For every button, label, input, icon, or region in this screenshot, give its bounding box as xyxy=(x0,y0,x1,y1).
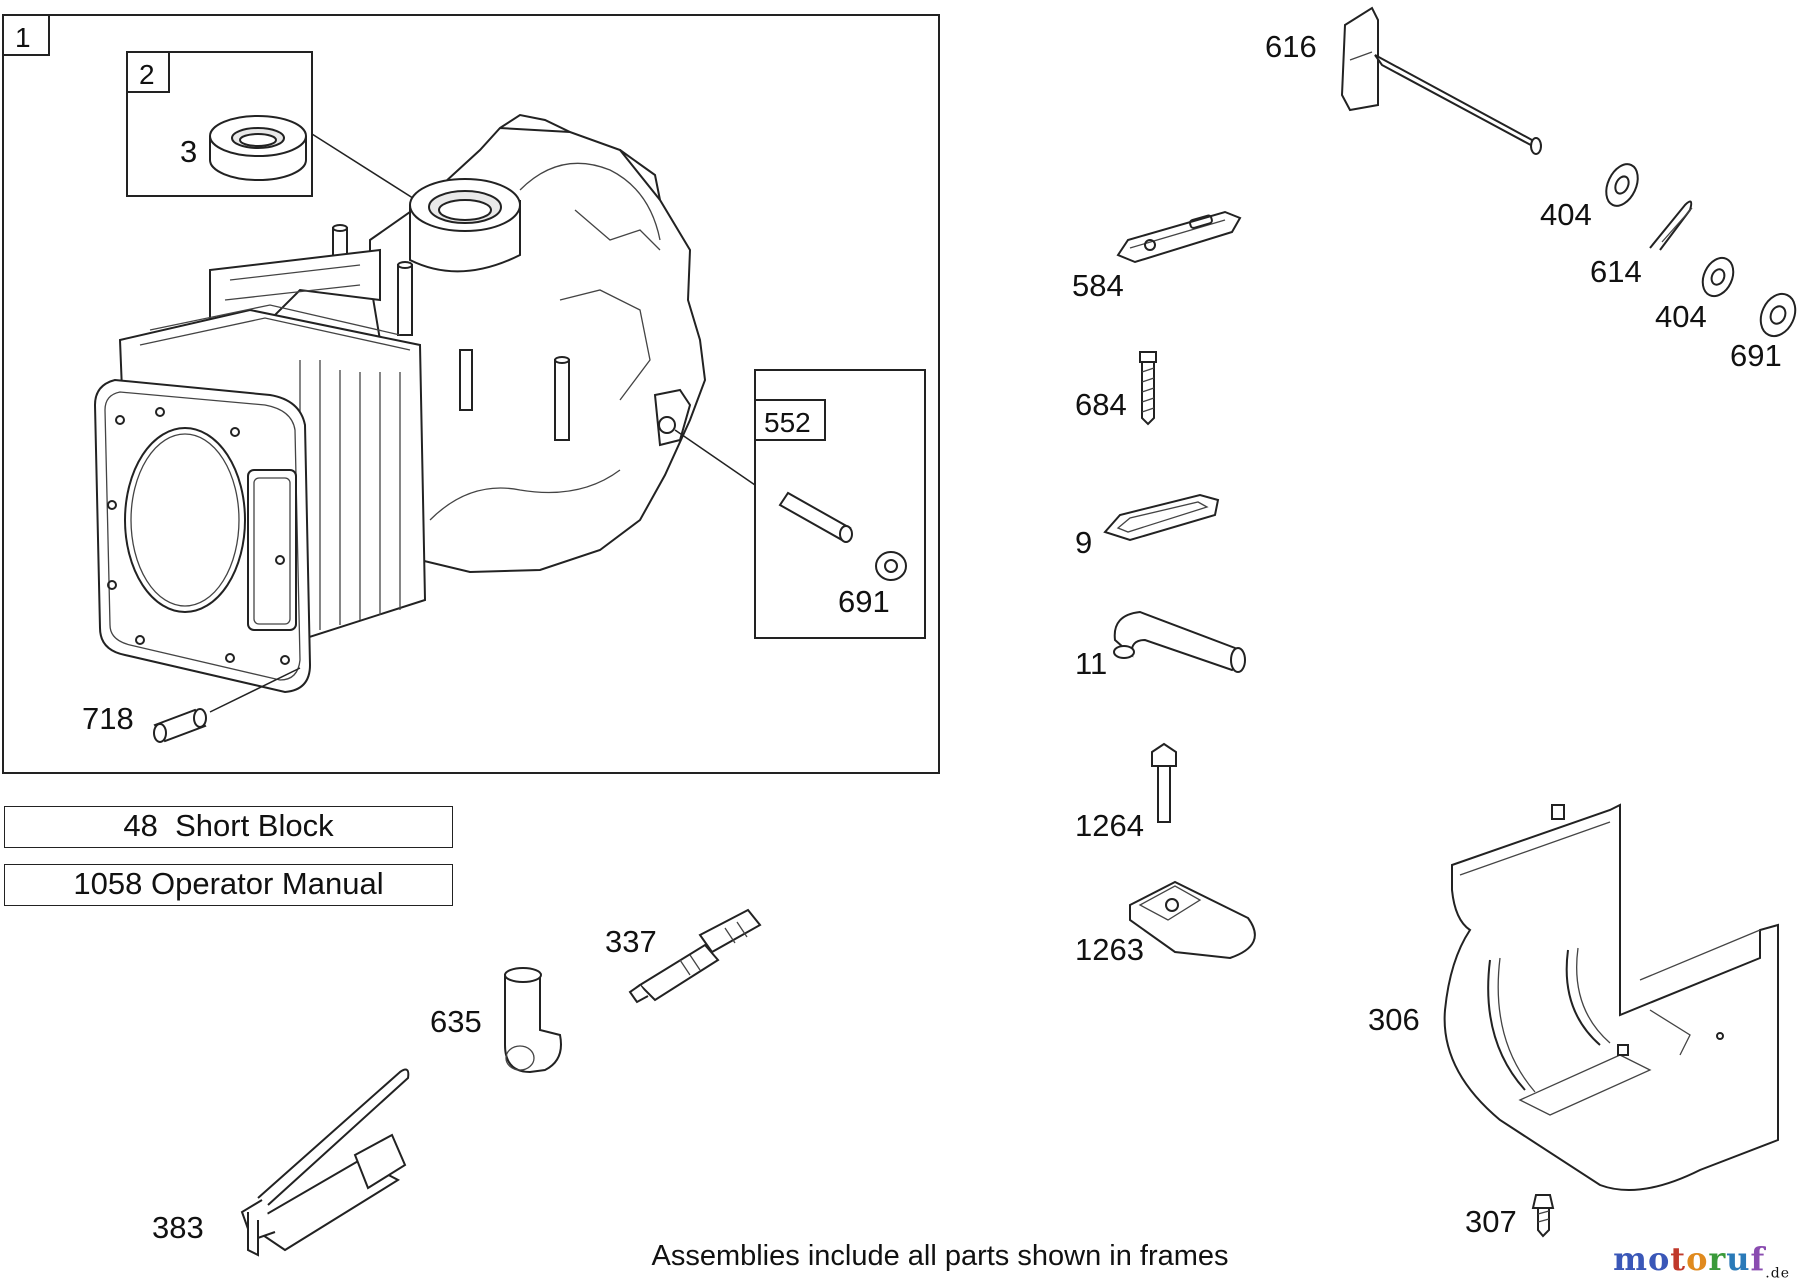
part-9-gasket: 9 xyxy=(1075,493,1220,560)
part-383-wrench: 383 xyxy=(152,1068,410,1257)
list-item-name: Short Block xyxy=(175,808,334,843)
label-11: 11 xyxy=(1075,646,1107,681)
label-614: 614 xyxy=(1590,254,1642,289)
label-1264: 1264 xyxy=(1075,808,1144,843)
part-614-hairpin-clip: 614 xyxy=(1590,200,1693,289)
part-306-cylinder-shield: 306 xyxy=(1368,803,1779,1191)
frame-number-2: 2 xyxy=(139,59,155,90)
part-337-spark-plug: 337 xyxy=(605,908,762,1004)
part-635-boot: 635 xyxy=(430,967,562,1074)
label-616: 616 xyxy=(1265,29,1317,64)
frame-number-552: 552 xyxy=(764,407,811,438)
parts-list-operator-manual: 1058 Operator Manual xyxy=(4,864,453,906)
label-383: 383 xyxy=(152,1210,204,1245)
engine-block-drawing xyxy=(93,113,707,694)
frame-2-oil-seal: 2 3 xyxy=(126,51,439,215)
list-item-name: Operator Manual xyxy=(150,866,384,901)
label-718: 718 xyxy=(82,701,134,736)
assemblies-footnote: Assemblies include all parts shown in fr… xyxy=(651,1240,1229,1272)
label-307: 307 xyxy=(1465,1204,1517,1239)
frame-number-1: 1 xyxy=(15,22,31,53)
part-584-breather-reed: 584 xyxy=(1072,210,1242,303)
part-404-washer-2: 404 xyxy=(1655,256,1735,334)
part-11-breather-tube: 11 xyxy=(1075,610,1246,681)
part-718-dowel-pin: 718 xyxy=(82,667,301,743)
label-404-top: 404 xyxy=(1540,197,1592,232)
part-691-seal: 691 xyxy=(1730,292,1797,373)
label-584: 584 xyxy=(1072,268,1124,303)
label-9: 9 xyxy=(1075,525,1092,560)
label-3: 3 xyxy=(180,134,197,169)
watermark-logo: motoruf.de xyxy=(1613,1240,1790,1282)
frame-552-guide: 552 691 xyxy=(674,369,926,639)
label-1263: 1263 xyxy=(1075,932,1144,967)
label-635: 635 xyxy=(430,1004,482,1039)
label-691-in-frame: 691 xyxy=(838,584,890,619)
label-306: 306 xyxy=(1368,1002,1420,1037)
part-616-governor-shaft: 616 xyxy=(1265,6,1542,155)
label-684: 684 xyxy=(1075,387,1127,422)
label-691-right: 691 xyxy=(1730,338,1782,373)
part-307-screw: 307 xyxy=(1465,1194,1555,1239)
label-404-bottom: 404 xyxy=(1655,299,1707,334)
part-1264-bolt: 1264 xyxy=(1075,742,1177,843)
part-404-washer: 404 xyxy=(1540,163,1639,232)
list-item-number: 1058 xyxy=(73,866,143,901)
part-1263-shield: 1263 xyxy=(1075,880,1256,967)
list-item-number: 48 xyxy=(123,808,158,843)
parts-list-short-block: 48 Short Block xyxy=(4,806,453,848)
frame-1-short-block: 1 2 3 xyxy=(2,14,940,774)
label-337: 337 xyxy=(605,924,657,959)
part-684-screw: 684 xyxy=(1075,351,1157,426)
watermark-suffix: .de xyxy=(1765,1265,1790,1282)
